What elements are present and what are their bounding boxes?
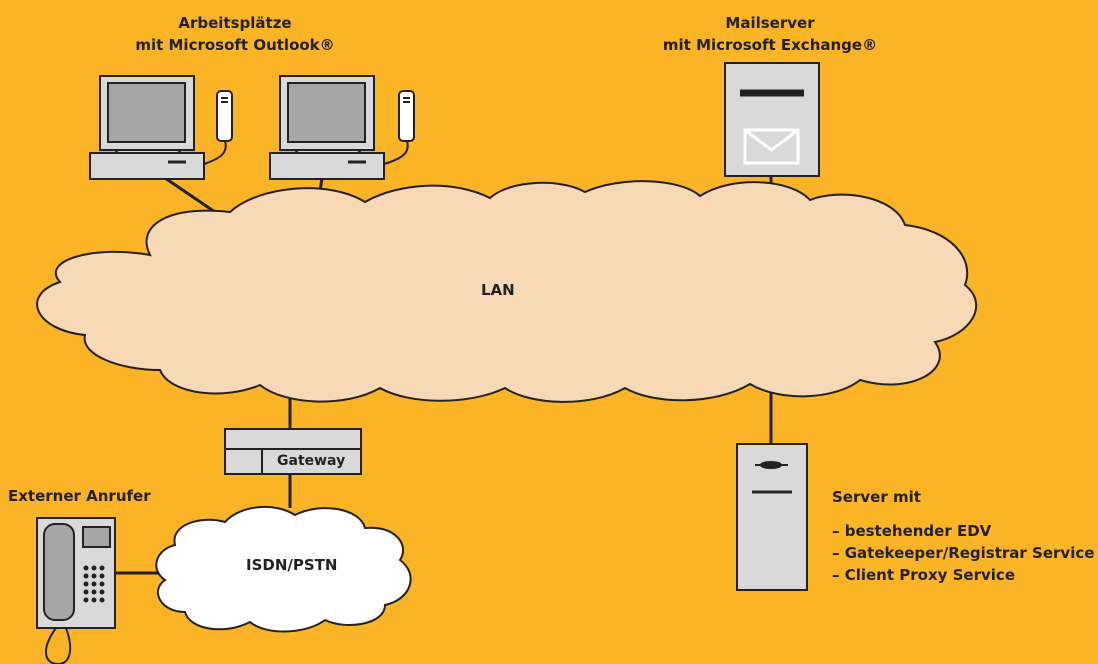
mailserver-label: Mailserver mit Microsoft Exchange® — [645, 12, 895, 56]
link-pc1-lan — [164, 176, 216, 214]
server-item-3: – Client Proxy Service — [832, 566, 1015, 584]
ip-phone-1-icon — [216, 90, 233, 142]
lan-cloud — [36, 180, 978, 403]
workstations-label: Arbeitsplätze mit Microsoft Outlook® — [110, 12, 360, 56]
server-tower — [736, 443, 808, 591]
server-item-2: – Gatekeeper/Registrar Service — [832, 544, 1095, 562]
desktop-unit-1 — [89, 152, 205, 180]
mailserver-label-line-2: mit Microsoft Exchange® — [662, 36, 878, 54]
server-label: Server mit – bestehender EDV – Gatekeepe… — [832, 486, 1094, 586]
ip-phone-2-icon — [398, 90, 415, 142]
mailserver-tower — [724, 62, 820, 177]
mailserver — [724, 62, 820, 177]
external-caller-label: Externer Anrufer — [8, 487, 151, 505]
desktop-unit-2 — [269, 152, 385, 180]
workstation-2 — [269, 75, 415, 180]
isdn-cloud — [155, 505, 412, 633]
server-item-1: – bestehender EDV — [832, 522, 992, 540]
gateway-label: Gateway — [277, 453, 346, 469]
mailserver-label-line-1: Mailserver — [725, 14, 815, 32]
isdn-label: ISDN/PSTN — [246, 556, 338, 574]
workstations-label-line-2: mit Microsoft Outlook® — [135, 36, 335, 54]
envelope-icon — [743, 128, 800, 165]
server-title: Server mit — [832, 488, 921, 506]
workstation-1 — [89, 75, 233, 180]
lan-label: LAN — [481, 281, 515, 299]
gateway-device — [224, 428, 362, 475]
phone-keypad — [83, 565, 105, 603]
workstations-label-line-1: Arbeitsplätze — [178, 14, 292, 32]
external-phone-icon — [36, 517, 116, 664]
